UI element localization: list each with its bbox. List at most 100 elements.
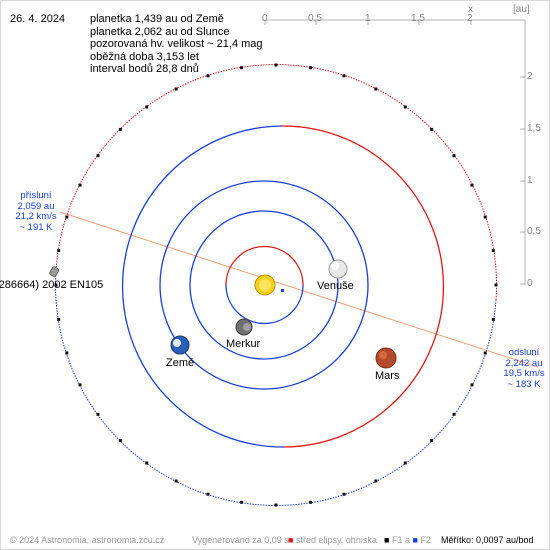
asteroid-interval-points — [54, 63, 498, 507]
perihelion-temp: ~ 191 K — [19, 221, 53, 233]
orbit-interval-point — [118, 439, 122, 443]
x-tick-0-5: 0,5 — [308, 13, 322, 24]
orbit-interval-point — [174, 87, 178, 91]
orbit-interval-point — [54, 283, 58, 287]
mars-label: Mars — [375, 370, 400, 382]
mercury-icon — [235, 318, 253, 336]
legend-f2-text: F2 — [420, 535, 431, 545]
mars-orbit — [121, 125, 445, 448]
info-line-sun-distance: planetka 2,062 au od Slunce — [90, 25, 230, 38]
orbit-interval-point — [145, 105, 149, 109]
x-tick-2: 2 — [467, 13, 473, 24]
x-axis-unit: x — [468, 4, 473, 15]
orbit-interval-point — [174, 479, 178, 483]
orbit-interval-point — [342, 74, 346, 78]
aphelion-speed: 19,5 km/s — [503, 368, 545, 379]
date-label: 26. 4. 2024 — [10, 13, 66, 25]
earth-label: Země — [166, 357, 195, 369]
x-tick-1-5: 1,5 — [411, 13, 425, 24]
info-panel: planetka 1,439 au od Země planetka 2,062… — [90, 13, 263, 76]
venus-icon — [328, 259, 348, 279]
orbit-interval-point — [342, 492, 346, 496]
earth-orbit — [159, 180, 369, 390]
orbit-interval-point — [308, 500, 312, 504]
perihelion-distance: 2,059 au — [17, 200, 55, 212]
orbit-interval-point — [240, 66, 244, 70]
orbit-interval-point — [452, 154, 456, 158]
mercury-label: Merkur — [226, 338, 261, 350]
orbit-interval-point — [57, 317, 61, 321]
orbit-interval-point — [483, 215, 487, 219]
info-line-earth-distance: planetka 1,439 au od Země — [90, 13, 224, 25]
orbit-interval-point — [430, 439, 434, 443]
perihelion-title: přísluní — [20, 190, 52, 201]
aphelion-title: odsluní — [508, 347, 540, 358]
orbit-interval-point — [65, 351, 69, 355]
y-tick-2: 2 — [527, 71, 533, 82]
footer-generated: Vygenerováno za 0,09 s — [192, 535, 289, 545]
orbit-interval-point — [96, 154, 100, 158]
orbit-interval-point — [96, 412, 100, 416]
footer-legend-center: ■ střed elipsy, ohniska — [288, 535, 377, 545]
x-axis-ticks — [264, 20, 472, 25]
y-tick-1: 1 — [527, 175, 533, 186]
aphelion-note: odsluní 2,242 au 19,5 km/s ~ 183 K — [498, 347, 550, 390]
orbit-interval-point — [57, 249, 61, 253]
footer-legend-foci: ■ F1 a ■ F2 — [384, 535, 431, 545]
mars-icon — [375, 347, 397, 369]
footer-copyright: © 2024 Astronomia, astronomia.zcu.cz — [10, 535, 165, 545]
x-tick-1: 1 — [365, 13, 371, 24]
aphelion-distance: 2,242 au — [505, 357, 543, 369]
asteroid-label: (286664) 2002 EN105 — [0, 279, 104, 291]
perihelion-note: přísluní 2,059 au 21,2 km/s ~ 191 K — [8, 190, 64, 233]
orbit-interval-point — [308, 66, 312, 70]
venus-orbit — [189, 210, 339, 360]
orbit-interval-point — [470, 183, 474, 187]
orbit-interval-point — [494, 283, 498, 287]
orbit-interval-point — [491, 317, 495, 321]
orbit-interval-point — [78, 183, 82, 187]
orbit-interval-point — [78, 383, 82, 387]
asteroid-icon — [49, 266, 60, 277]
apsis-line — [59, 211, 539, 368]
orbit-interval-point — [206, 492, 210, 496]
venus-label: Venuše — [317, 280, 354, 292]
aphelion-temp: ~ 183 K — [507, 378, 541, 390]
asteroid-orbit — [55, 64, 497, 506]
legend-center-marker: ■ — [288, 535, 294, 545]
orbit-interval-point — [374, 479, 378, 483]
orbit-interval-point — [240, 500, 244, 504]
info-line-period: oběžná doba 3,153 let — [90, 50, 199, 63]
legend-center-text: střed elipsy, ohniska — [295, 535, 377, 545]
orbit-interval-point — [470, 383, 474, 387]
footer-scale: Měřítko: 0,0097 au/bod — [441, 535, 534, 545]
orbit-interval-point — [206, 74, 210, 78]
legend-f1-marker: ■ — [384, 535, 390, 545]
orbit-interval-point — [118, 127, 122, 131]
earth-icon — [170, 335, 190, 355]
orbit-interval-point — [145, 461, 149, 465]
orbit-interval-point — [65, 215, 69, 219]
orbit-interval-point — [274, 503, 278, 507]
sun-icon — [254, 274, 276, 296]
perihelion-speed: 21,2 km/s — [15, 211, 57, 222]
orbit-interval-point — [274, 63, 278, 67]
legend-f2-marker: ■ — [412, 535, 418, 545]
x-tick-0: 0 — [262, 13, 268, 24]
mercury-orbit — [225, 245, 304, 325]
orbit-interval-point — [403, 105, 407, 109]
orbit-interval-point — [374, 87, 378, 91]
info-line-magnitude: pozorovaná hv. velikost ~ 21,4 mag — [90, 38, 263, 50]
orbit-interval-point — [452, 412, 456, 416]
info-line-interval: interval bodů 28,8 dnů — [90, 63, 199, 75]
focus-f2-marker — [281, 289, 284, 292]
y-tick-1-5: 1,5 — [527, 123, 541, 134]
y-tick-0: 0 — [527, 278, 533, 289]
axis-unit-label: [au] — [513, 4, 530, 15]
y-axis-ticks — [520, 76, 525, 285]
orbit-interval-point — [491, 249, 495, 253]
legend-f1-text: F1 a — [391, 535, 410, 545]
